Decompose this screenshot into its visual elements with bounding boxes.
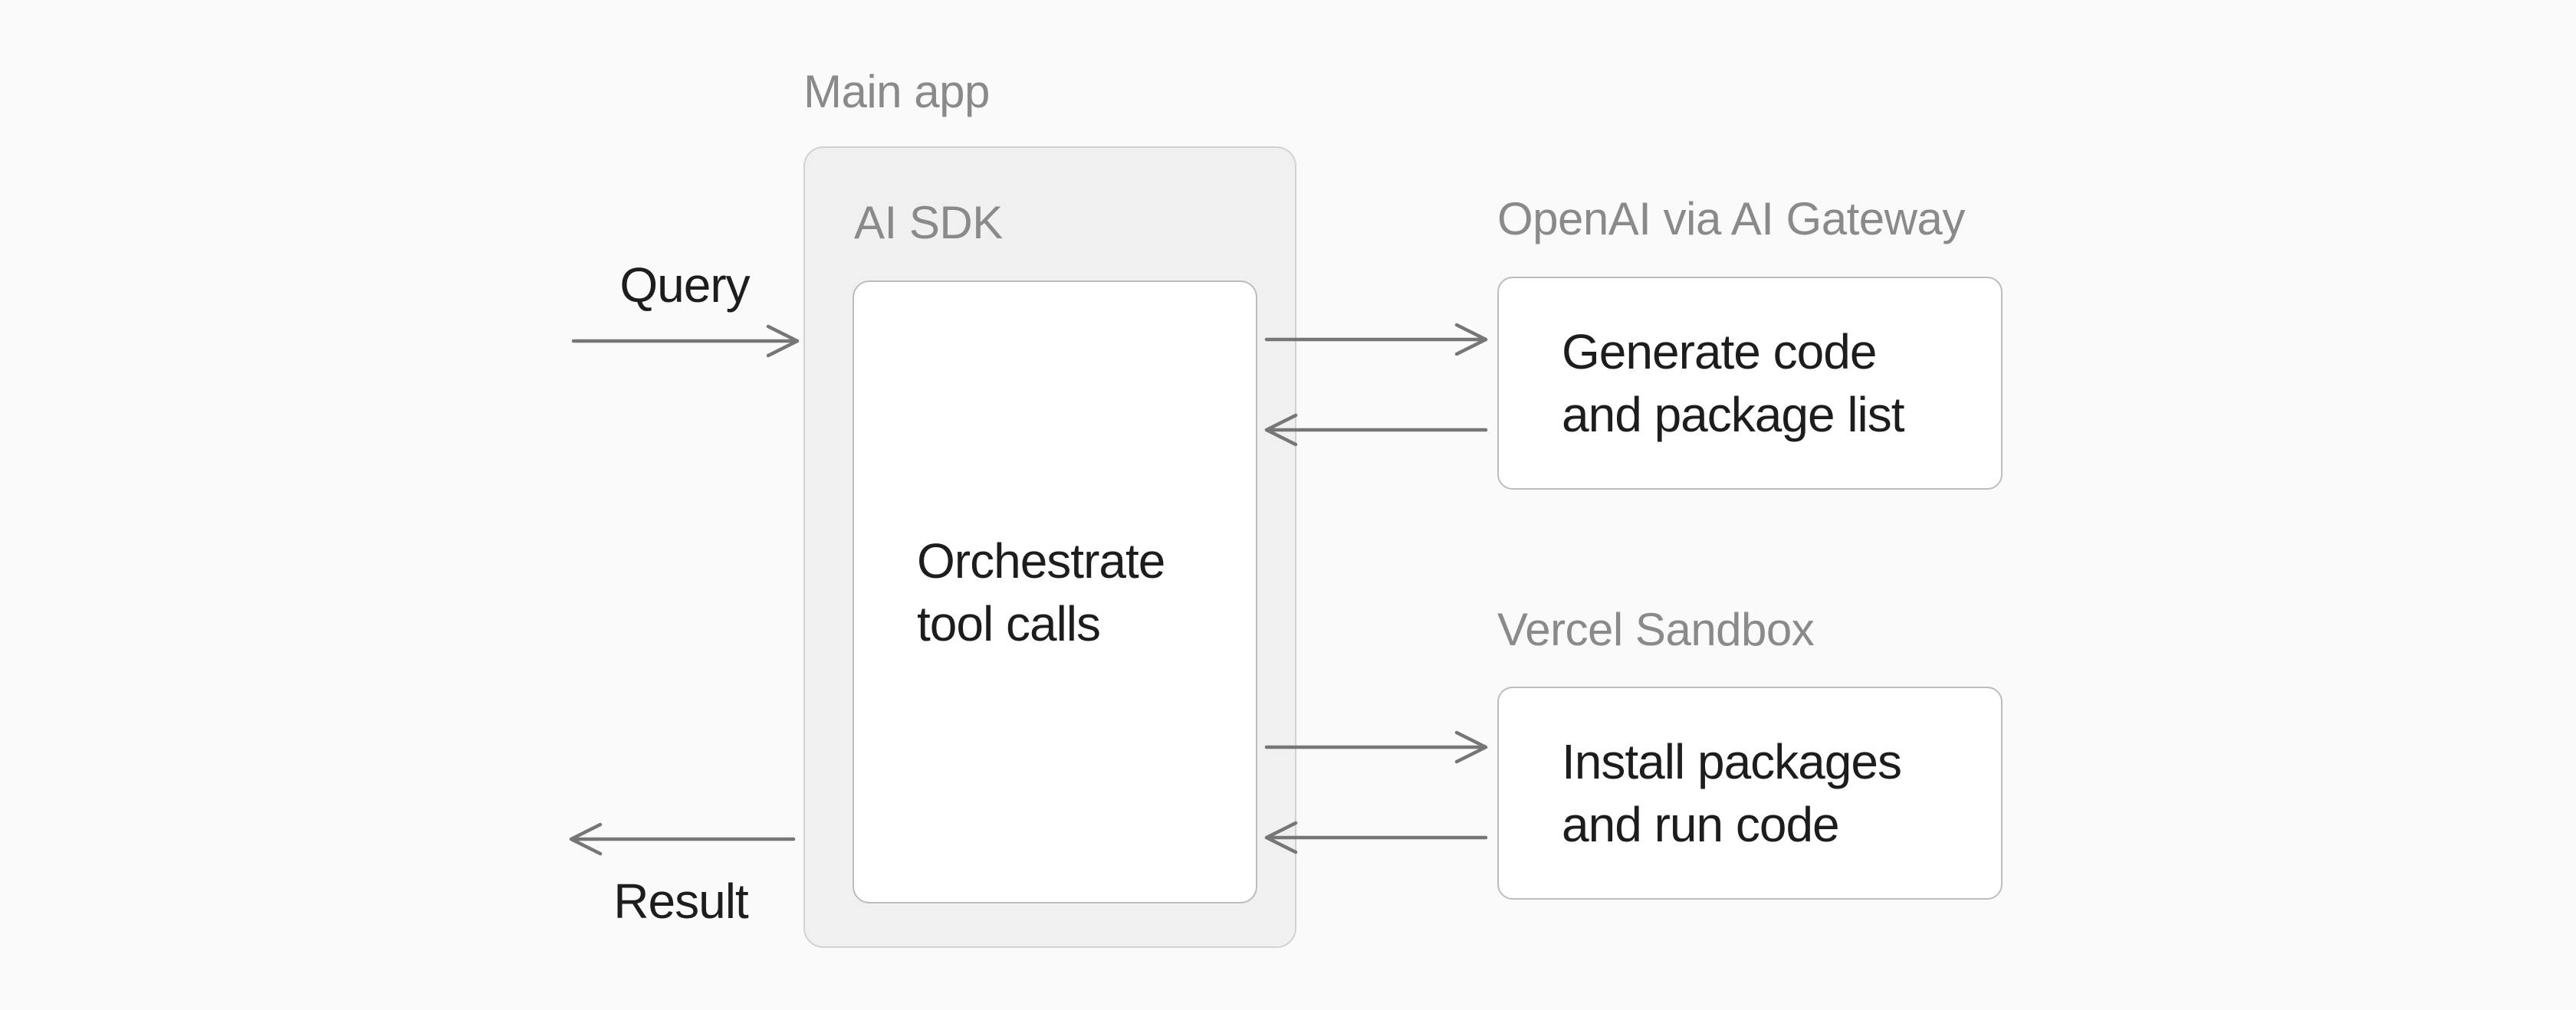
result-label: Result [613,874,748,929]
arrow-head [1454,323,1488,356]
arrow-head [569,822,603,856]
sandbox-request-arrow [1264,730,1488,764]
sandbox-node: Install packages and run code [1497,687,2003,900]
arrow-head [1454,730,1488,764]
query-arrow [571,324,800,358]
sandbox-response-arrow [1264,821,1488,854]
openai-response-arrow [1264,413,1488,447]
arrow-head [1264,821,1298,854]
openai-gateway-label: OpenAI via AI Gateway [1497,193,1965,244]
arrow-head [1264,413,1298,447]
vercel-sandbox-label: Vercel Sandbox [1497,604,1815,655]
openai-request-arrow [1264,323,1488,356]
openai-node-line-1: Generate code [1562,324,1877,379]
orchestrate-node-line-1: Orchestrate [917,533,1165,589]
arrow-head [766,324,800,358]
main-app-group-box: AI SDK Orchestrate tool calls [803,146,1296,948]
openai-node: Generate code and package list [1497,277,2003,490]
sandbox-node-line-1: Install packages [1562,734,1902,789]
orchestrate-node: Orchestrate tool calls [853,280,1257,903]
query-label: Query [619,257,750,313]
main-app-label: Main app [803,66,990,117]
sandbox-node-line-2: and run code [1562,797,1840,852]
openai-node-line-2: and package list [1562,387,1905,442]
orchestrate-node-line-2: tool calls [917,595,1101,651]
ai-sdk-label: AI SDK [854,197,1003,248]
result-arrow [569,822,796,856]
